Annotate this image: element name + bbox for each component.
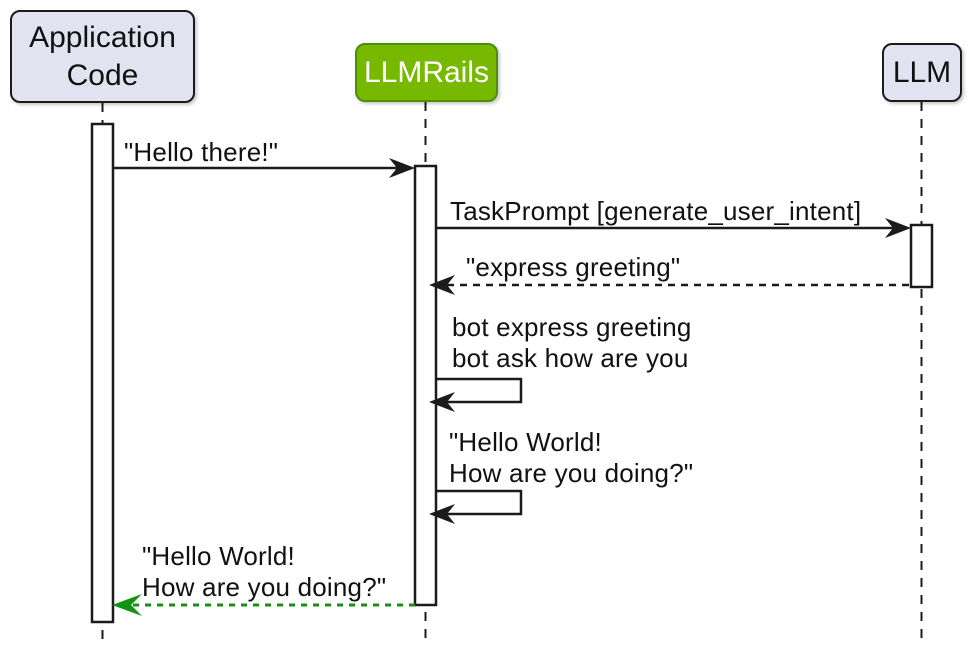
arrowhead-left-green-icon — [112, 594, 142, 616]
arrowhead-left-icon — [429, 392, 455, 412]
arrowhead-left-icon — [429, 275, 455, 295]
self-message-line-bot-intent — [437, 377, 523, 404]
message-label-bot-intent: bot express greeting bot ask how are you — [452, 312, 692, 373]
participant-llmrails: LLMRails — [355, 43, 498, 102]
message-label-hello-there: "Hello there!" — [124, 137, 279, 167]
participant-application-code: Application Code — [10, 10, 195, 103]
message-label-express-greeting: "express greeting" — [466, 252, 681, 282]
activation-llmrails — [413, 164, 438, 607]
activation-application-code — [90, 122, 115, 624]
message-label-taskprompt: TaskPrompt [generate_user_intent] — [450, 196, 862, 226]
self-message-line-bot-utterance — [437, 489, 523, 516]
participant-llm: LLM — [882, 43, 962, 102]
activation-llm — [909, 223, 934, 289]
arrowhead-right-icon — [389, 158, 415, 178]
message-label-reply-hello-world: "Hello World! How are you doing?" — [142, 541, 387, 602]
message-label-bot-utterance: "Hello World! How are you doing?" — [449, 427, 694, 488]
arrowhead-right-icon — [885, 218, 911, 238]
arrowhead-left-icon — [429, 504, 455, 524]
